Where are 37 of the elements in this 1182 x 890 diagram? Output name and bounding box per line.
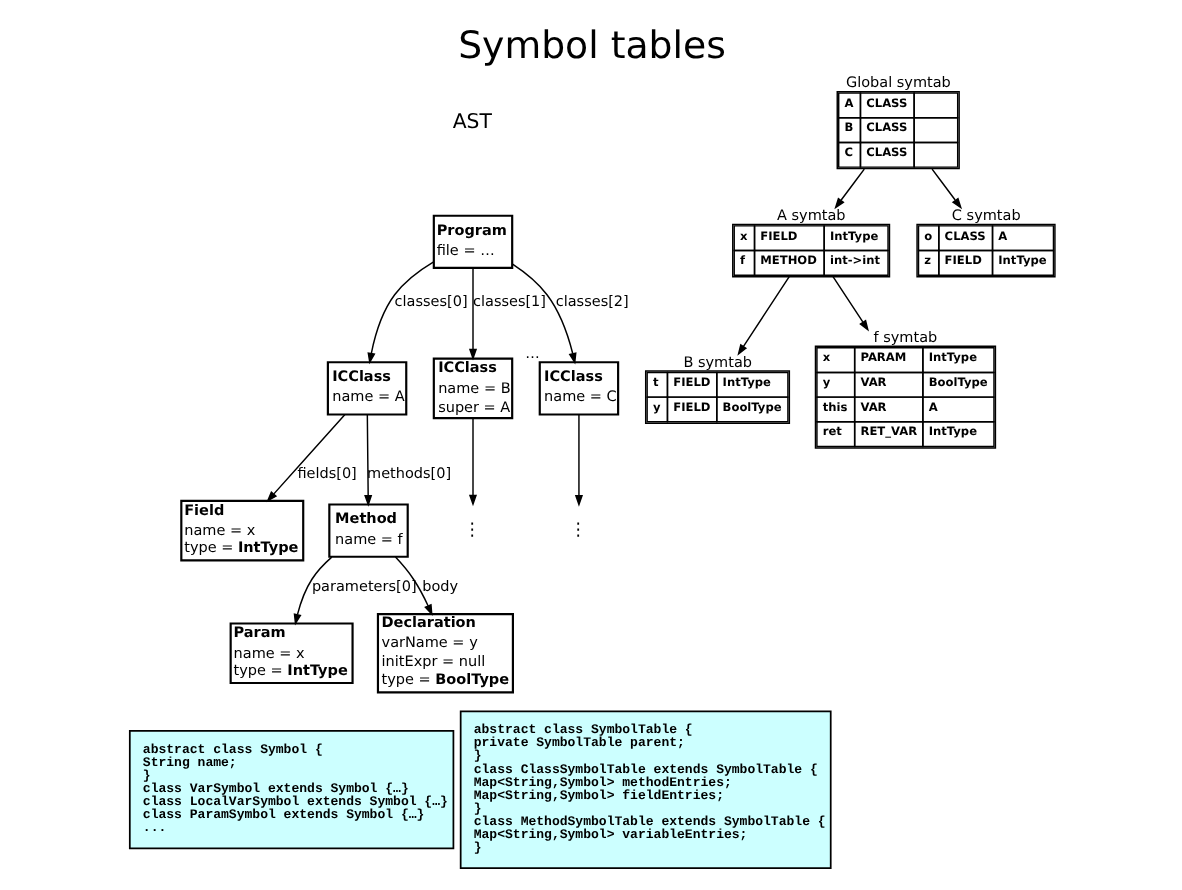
edge-label: fields[0] [296, 463, 356, 482]
node-label: … [524, 343, 539, 362]
node-box: Param name = x type = IntType [228, 622, 353, 685]
edge-label: classes[2] [554, 292, 628, 311]
node-box: Field name = x type = IntType [179, 499, 304, 562]
node-box: Program file = … [431, 214, 513, 270]
label: AST [451, 111, 491, 134]
node-box: Declaration varName = y initExpr = null type = BoolType [375, 612, 513, 694]
arrow [573, 414, 582, 507]
node-box: Method name = f [327, 503, 408, 558]
node-box: ICClass name = A [325, 361, 407, 416]
edge-label: body [421, 576, 458, 595]
node-label: f symtab [872, 327, 937, 346]
arrow [467, 267, 477, 361]
arrow [736, 275, 789, 356]
arrow [833, 168, 864, 210]
edge-label: classes[1] [472, 292, 546, 311]
arrow [510, 263, 576, 365]
node-box: ICClass name = C [537, 361, 619, 416]
node-text: ⋮ [462, 521, 480, 542]
arrow [292, 556, 332, 626]
diagram-title: Symbol tables [457, 23, 725, 68]
node-label: Global symtab [844, 73, 950, 92]
arrow [366, 261, 434, 365]
node-text: ⋮ [568, 521, 586, 542]
node-box: ICClass name = B super = A [431, 357, 513, 420]
arrow [467, 418, 477, 507]
arrow [831, 275, 868, 332]
arrow [930, 168, 962, 210]
arrow [265, 414, 345, 503]
edge-label: parameters[0] [310, 576, 416, 595]
node-label: C symtab [950, 206, 1020, 225]
node-label: B symtab [682, 352, 752, 371]
arrow [393, 556, 432, 616]
edge-label: classes[0] [393, 292, 467, 311]
arrow [363, 414, 372, 507]
node-label: A symtab [776, 206, 845, 225]
